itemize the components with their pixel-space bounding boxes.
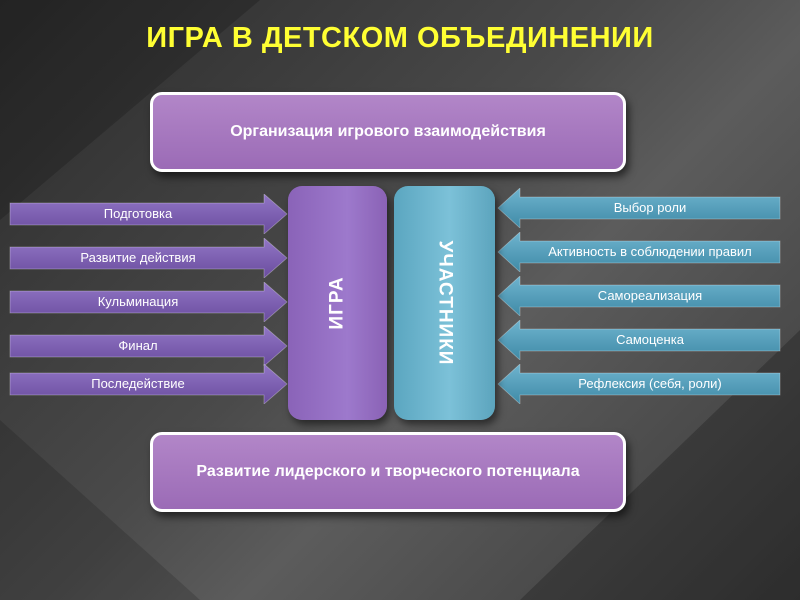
right-arrow-label: Самореализация xyxy=(597,288,703,303)
right-arrow-4: Самоценка xyxy=(0,320,800,360)
left-arrow-body xyxy=(9,238,288,278)
top-box-label: Организация игрового взаимодействия xyxy=(230,123,546,140)
right-arrow-body xyxy=(497,232,781,272)
left-arrow-5: Последействие xyxy=(0,364,800,404)
left-arrow-shape xyxy=(9,326,288,366)
participants-column-label: УЧАСТНИКИ xyxy=(434,240,456,366)
left-arrow-label: Последействие xyxy=(91,376,185,391)
left-arrow-label: Развитие действия xyxy=(80,250,196,265)
right-arrow-2: Активность в соблюдении правил xyxy=(0,232,800,272)
left-arrow-body xyxy=(9,282,288,322)
right-arrow-label: Самоценка xyxy=(616,332,684,347)
left-arrow-3: Кульминация xyxy=(0,282,800,322)
left-arrow-body xyxy=(9,326,288,366)
left-arrow-label: Кульминация xyxy=(97,294,179,309)
bottom-box-development: Развитие лидерского и творческого потенц… xyxy=(150,432,626,512)
right-arrow-body xyxy=(497,364,781,404)
left-arrow-shape xyxy=(9,238,288,278)
left-arrow-body xyxy=(9,364,288,404)
left-arrow-body xyxy=(9,194,288,234)
right-arrow-body xyxy=(497,320,781,360)
right-arrow-3: Самореализация xyxy=(0,276,800,316)
bottom-box-label: Развитие лидерского и творческого потенц… xyxy=(196,463,580,480)
right-arrow-5: Рефлексия (себя, роли) xyxy=(0,364,800,404)
right-arrow-shape xyxy=(497,276,781,316)
left-arrow-shape xyxy=(9,364,288,404)
right-arrow-label: Выбор роли xyxy=(613,200,687,215)
top-box-organization: Организация игрового взаимодействия xyxy=(150,92,626,172)
right-arrow-shape xyxy=(497,188,781,228)
left-arrow-2: Развитие действия xyxy=(0,238,800,278)
left-arrow-1: Подготовка xyxy=(0,194,800,234)
igra-column-label: ИГРА xyxy=(326,276,348,330)
right-arrow-body xyxy=(497,276,781,316)
igra-column: ИГРА xyxy=(288,186,387,420)
right-arrow-label: Рефлексия (себя, роли) xyxy=(578,376,722,391)
right-arrow-shape xyxy=(497,232,781,272)
right-arrow-body xyxy=(497,188,781,228)
right-arrow-shape xyxy=(497,320,781,360)
left-arrow-shape xyxy=(9,282,288,322)
page-title: ИГРА В ДЕТСКОМ ОБЪЕДИНЕНИИ xyxy=(146,22,654,54)
right-arrow-label: Активность в соблюдении правил xyxy=(548,244,752,259)
left-arrow-label: Подготовка xyxy=(103,206,173,221)
right-arrow-1: Выбор роли xyxy=(0,188,800,228)
left-arrow-shape xyxy=(9,194,288,234)
participants-column: УЧАСТНИКИ xyxy=(394,186,495,420)
left-arrow-label: Финал xyxy=(118,338,158,353)
right-arrow-shape xyxy=(497,364,781,404)
left-arrow-4: Финал xyxy=(0,326,800,366)
